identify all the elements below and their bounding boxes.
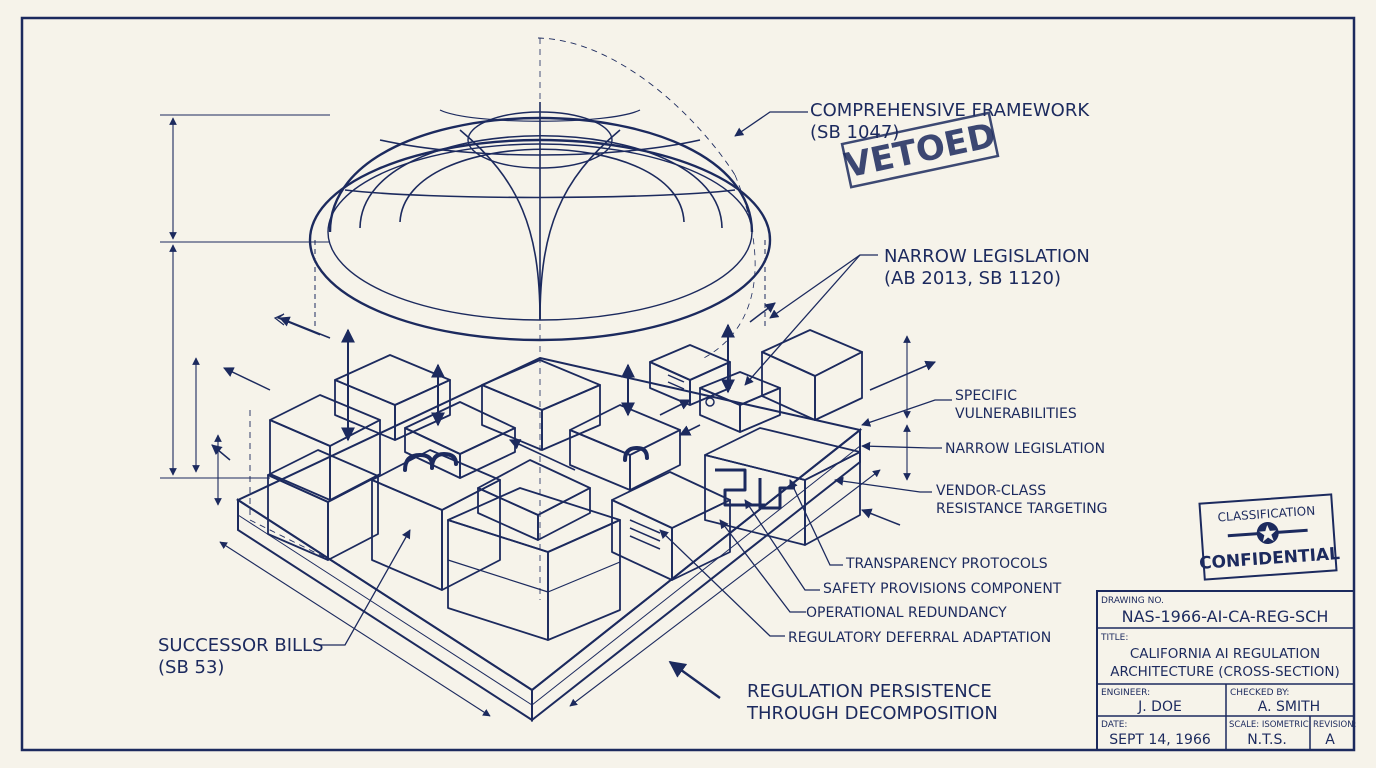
label-narrow-2: (AB 2013, SB 1120) xyxy=(884,268,1061,289)
label-vendor-2: RESISTANCE TARGETING xyxy=(936,501,1108,517)
label-narrow-small: NARROW LEGISLATION xyxy=(945,441,1105,457)
base-platform xyxy=(235,356,863,723)
checked-value: A. SMITH xyxy=(1258,699,1320,715)
date-label: DATE: xyxy=(1101,720,1127,730)
date-value: SEPT 14, 1966 xyxy=(1109,732,1211,748)
label-redundancy: OPERATIONAL REDUNDANCY xyxy=(806,605,1007,621)
label-transparency: TRANSPARENCY PROTOCOLS xyxy=(845,556,1048,572)
block-right-top xyxy=(761,329,863,421)
block-center-top xyxy=(481,359,601,451)
classification-stamp: CLASSIFICATION CONFIDENTIAL xyxy=(1198,493,1341,581)
classification-bottom-text: CONFIDENTIAL xyxy=(1199,544,1341,574)
block-left-front xyxy=(267,449,379,561)
label-comprehensive-1: COMPREHENSIVE FRAMEWORK xyxy=(810,100,1090,121)
drawing-no-value: NAS-1966-AI-CA-REG-SCH xyxy=(1122,607,1329,626)
label-narrow-1: NARROW LEGISLATION xyxy=(884,246,1090,267)
callout-labels: COMPREHENSIVE FRAMEWORK (SB 1047) VETOED… xyxy=(158,100,1108,724)
revision-value: A xyxy=(1325,732,1335,748)
revision-label: REVISION: xyxy=(1313,720,1356,730)
decomposition-arrows xyxy=(211,302,936,699)
leader-lines xyxy=(320,111,952,646)
classification-top-text: CLASSIFICATION xyxy=(1217,504,1315,525)
label-successor-1: SUCCESSOR BILLS xyxy=(158,635,324,656)
star-icon xyxy=(1259,525,1277,542)
label-specific-1: SPECIFIC xyxy=(955,388,1017,404)
label-successor-2: (SB 53) xyxy=(158,657,224,678)
engineer-label: ENGINEER: xyxy=(1101,688,1150,698)
scale-label: SCALE: ISOMETRIC xyxy=(1229,720,1309,730)
drawing-no-label: DRAWING NO. xyxy=(1101,596,1164,606)
label-vendor-1: VENDOR-CLASS xyxy=(936,483,1046,499)
engineer-value: J. DOE xyxy=(1137,699,1182,715)
sheet-border xyxy=(20,16,1356,752)
checked-label: CHECKED BY: xyxy=(1230,688,1289,698)
title-line-2: ARCHITECTURE (CROSS-SECTION) xyxy=(1110,664,1340,680)
label-persistence-2: THROUGH DECOMPOSITION xyxy=(746,703,998,724)
block-pipes xyxy=(371,449,501,591)
title-line-1: CALIFORNIA AI REGULATION xyxy=(1130,646,1320,662)
block-mid-front xyxy=(447,487,621,641)
block-right-maze xyxy=(704,427,861,546)
block-right-pipes xyxy=(569,404,681,491)
label-persistence-1: REGULATION PERSISTENCE xyxy=(747,681,992,702)
label-specific-2: VULNERABILITIES xyxy=(955,406,1077,422)
decomposed-blocks xyxy=(267,329,863,641)
label-safety: SAFETY PROVISIONS COMPONENT xyxy=(823,581,1062,597)
label-deferral: REGULATORY DEFERRAL ADAPTATION xyxy=(788,630,1051,646)
title-label: TITLE: xyxy=(1100,633,1128,643)
dimension-lines xyxy=(160,114,911,717)
title-block: DRAWING NO. NAS-1966-AI-CA-REG-SCH TITLE… xyxy=(1096,590,1356,751)
scale-value: N.T.S. xyxy=(1247,732,1287,748)
